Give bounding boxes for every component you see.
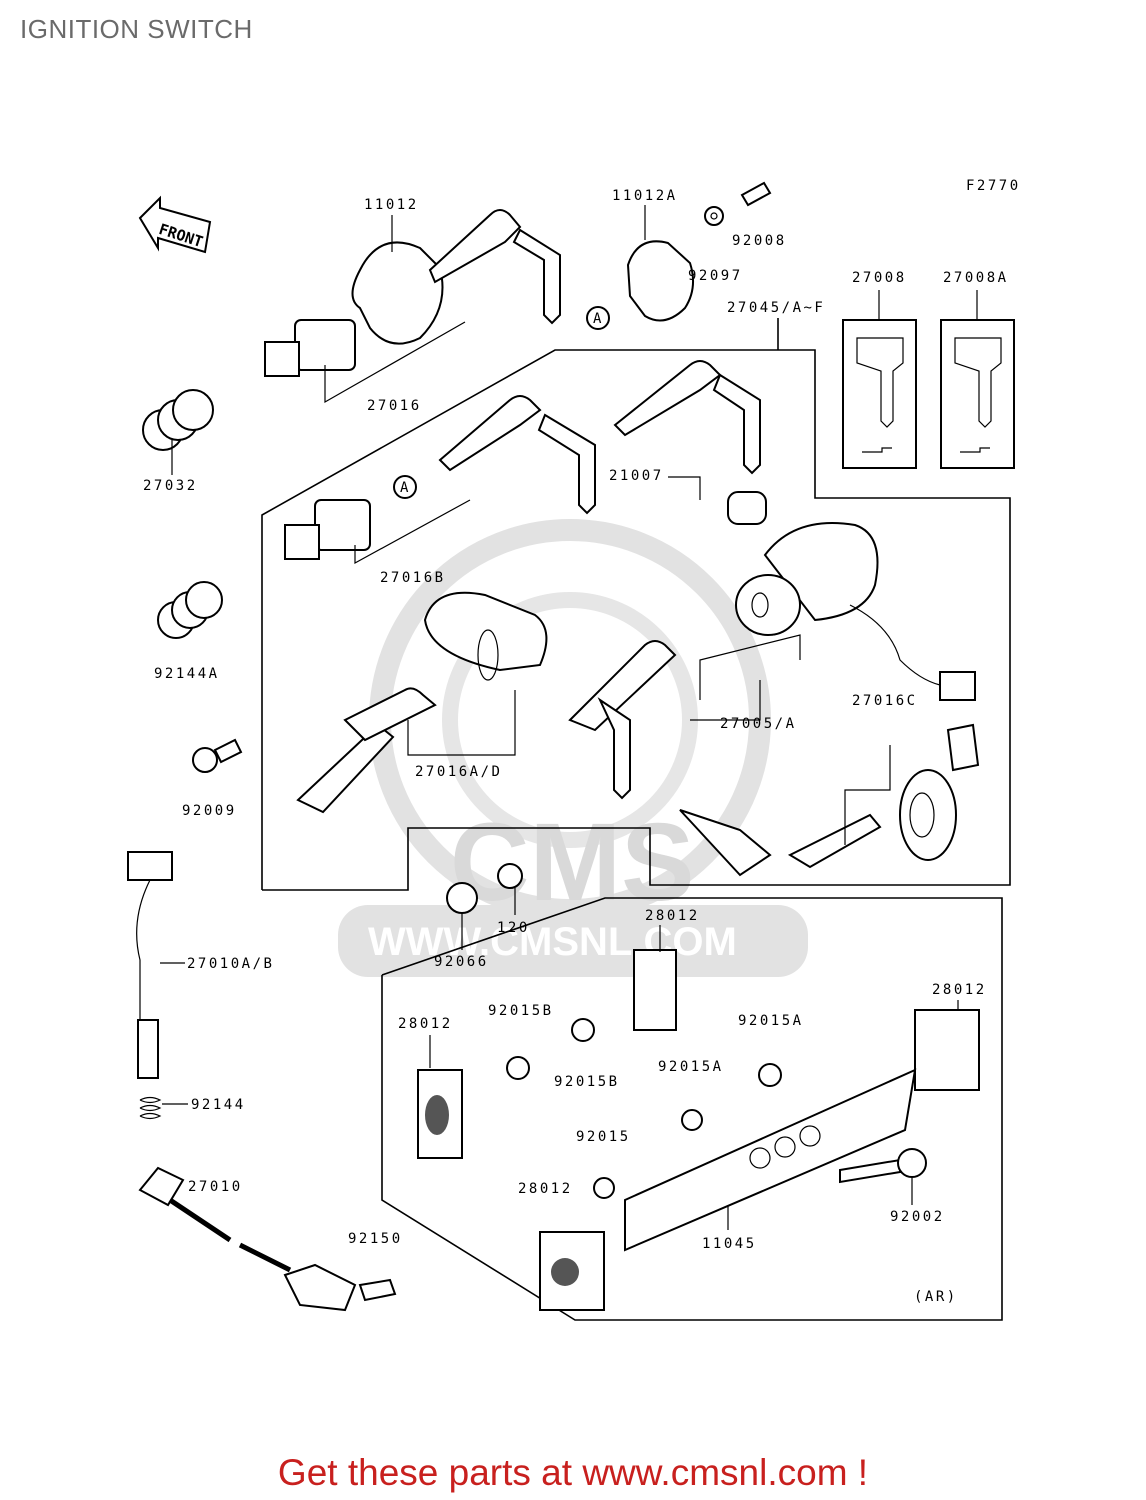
key-card-27008 — [842, 290, 917, 469]
label-28012-c: 28012 — [932, 982, 987, 998]
circle-ref-a-mid-label: A — [400, 480, 411, 496]
label-27010: 27010 — [188, 1179, 243, 1195]
ar-label: (AR) — [914, 1289, 958, 1305]
lock-cylinder-27016 — [264, 319, 466, 404]
label-92009: 92009 — [182, 803, 237, 819]
reflector-28012-a — [633, 925, 677, 1031]
watermark-brand: CMS — [450, 801, 694, 924]
bolt-92002 — [839, 1148, 927, 1205]
label-92097: 92097 — [688, 268, 743, 284]
reflector-28012-b — [417, 1035, 463, 1159]
label-92066: 92066 — [434, 954, 489, 970]
footer-prefix: Get these parts at — [277, 1452, 583, 1493]
label-92150: 92150 — [348, 1231, 403, 1247]
label-11012A: 11012A — [612, 188, 678, 204]
plate-11012A — [626, 181, 772, 322]
label-28012-a: 28012 — [645, 908, 700, 924]
nut-120 — [497, 863, 523, 915]
part-labels: F2770 11012 11012A 92008 92097 27045/A~F… — [143, 178, 1021, 1305]
footer-banner: Get these parts at www.cmsnl.com ! — [0, 1452, 1146, 1494]
label-92015B-1: 92015B — [488, 1003, 554, 1019]
spring-92144A — [157, 581, 223, 639]
circle-ref-a-mid — [393, 475, 417, 499]
switch-27010 — [138, 1166, 397, 1312]
label-11012: 11012 — [364, 197, 419, 213]
lock-27016AD — [296, 591, 548, 814]
label-92015A-2: 92015A — [658, 1059, 724, 1075]
footer-suffix: ! — [847, 1452, 869, 1493]
screw-92009 — [192, 738, 243, 773]
label-27010AB: 27010A/B — [187, 956, 274, 972]
nuts-92015 — [506, 1018, 782, 1199]
label-27016AD: 27016A/D — [415, 764, 502, 780]
reflector-28012-c — [914, 1000, 980, 1091]
key-pair-top — [428, 209, 561, 325]
cap-92066 — [446, 882, 478, 950]
label-21007: 21007 — [609, 468, 664, 484]
lock-27016C — [679, 723, 980, 877]
label-92008: 92008 — [732, 233, 787, 249]
plate-11012 — [351, 215, 444, 345]
wire-27010AB — [127, 851, 185, 1079]
label-27005: 27005/A — [720, 716, 797, 732]
watermark: CMS WWW.CMSNL.COM — [338, 519, 808, 977]
key-pair-21007 — [613, 360, 767, 525]
label-27008A: 27008A — [943, 270, 1009, 286]
label-28012-d: 28012 — [518, 1181, 573, 1197]
key-pair-middle — [438, 395, 596, 515]
circle-ref-a-top-label: A — [593, 311, 604, 327]
label-92015B-2: 92015B — [554, 1074, 620, 1090]
footer-link[interactable]: www.cmsnl.com — [582, 1452, 848, 1493]
lock-cylinder-27016B — [284, 499, 471, 565]
spring-27032 — [142, 389, 214, 475]
label-92015A-1: 92015A — [738, 1013, 804, 1029]
label-27016B: 27016B — [380, 570, 446, 586]
front-arrow-icon: FRONT — [138, 195, 212, 254]
key-card-27008A — [940, 290, 1015, 469]
page-title: IGNITION SWITCH — [20, 14, 253, 44]
label-27016: 27016 — [367, 398, 422, 414]
label-120: 120 — [497, 920, 530, 936]
label-28012-b: 28012 — [398, 1016, 453, 1032]
reflector-28012-d — [539, 1231, 605, 1311]
spring-92144 — [139, 1096, 188, 1120]
parts-diagram: CMS WWW.CMSNL.COM FRONT — [127, 178, 1021, 1321]
bracket-11045 — [624, 1068, 917, 1252]
label-27045: 27045/A~F — [727, 300, 825, 316]
group-outlines — [261, 318, 1011, 1321]
label-27032: 27032 — [143, 478, 198, 494]
label-92015: 92015 — [576, 1129, 631, 1145]
ignition-switch-27005 — [690, 522, 976, 721]
circle-ref-a-top — [586, 306, 610, 330]
watermark-url: WWW.CMSNL.COM — [368, 920, 737, 964]
label-92002: 92002 — [890, 1209, 945, 1225]
figure-code: F2770 — [966, 178, 1021, 194]
label-92144A: 92144A — [154, 666, 220, 682]
key-pair-27005 — [568, 640, 677, 800]
label-11045: 11045 — [702, 1236, 757, 1252]
label-27008: 27008 — [852, 270, 907, 286]
label-92144: 92144 — [191, 1097, 246, 1113]
label-27016C: 27016C — [852, 693, 918, 709]
